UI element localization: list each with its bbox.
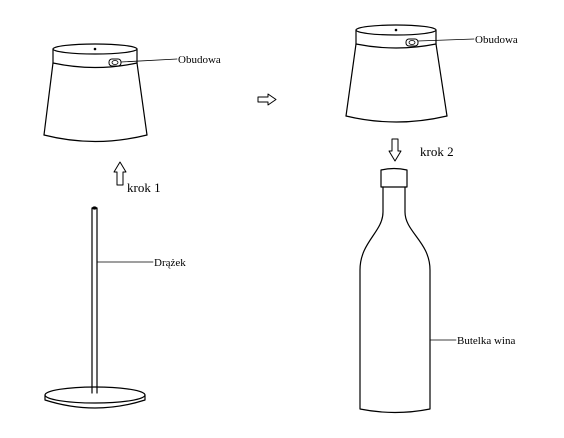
label-housing-left: Obudowa (178, 54, 221, 66)
label-housing-right: Obudowa (475, 34, 518, 46)
label-rod: Drążek (154, 257, 186, 269)
down-arrow-icon (388, 138, 402, 162)
wine-bottle (359, 167, 431, 414)
lamp-housing-left (43, 43, 148, 143)
up-arrow-icon (113, 161, 127, 186)
right-arrow-icon (257, 93, 277, 106)
leader-housing-left (120, 58, 178, 63)
step2-label: krok 2 (420, 144, 454, 159)
leader-housing-right (417, 38, 475, 42)
label-bottle: Butelka wina (457, 335, 515, 347)
step1-label: krok 1 (127, 180, 161, 195)
lamp-housing-right (345, 24, 448, 123)
rod-with-base (44, 206, 146, 409)
